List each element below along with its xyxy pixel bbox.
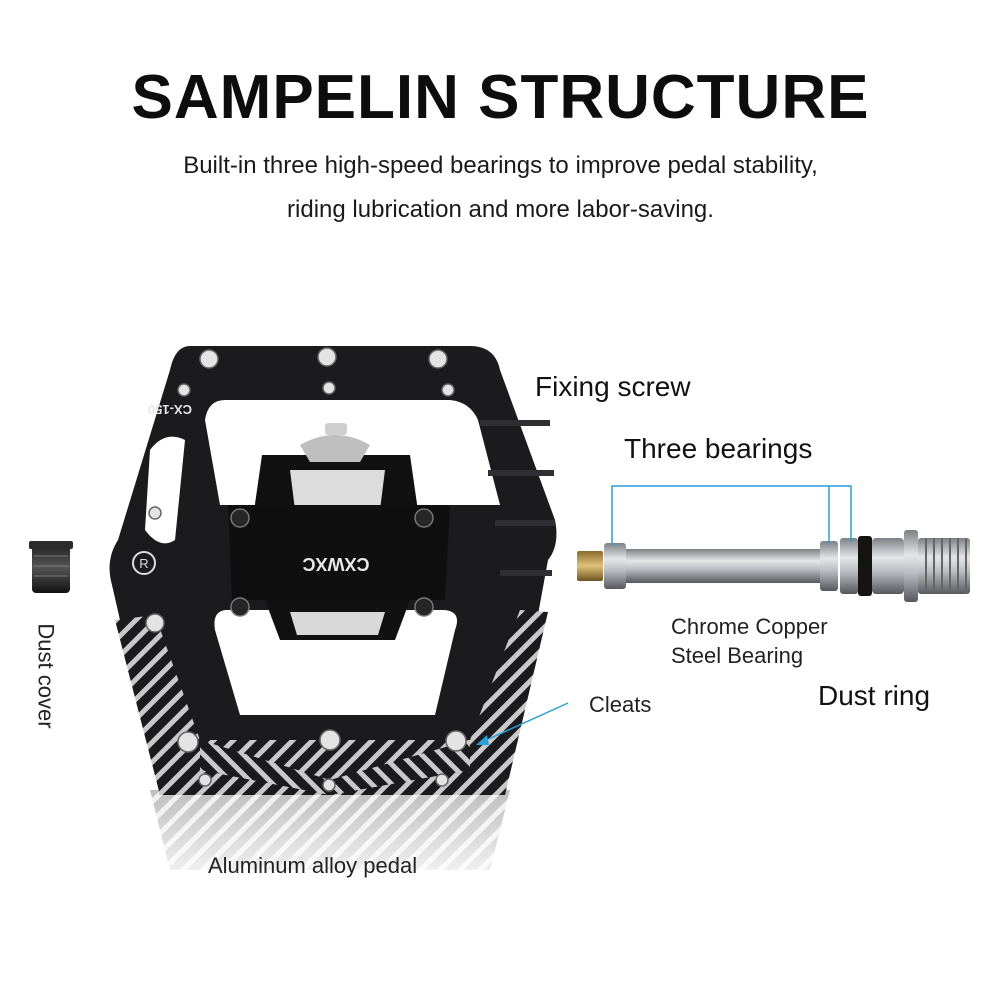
clip-bolts <box>230 508 434 617</box>
axle-thread <box>918 538 970 594</box>
cleats-callout-line <box>476 702 569 745</box>
registered-mark-icon <box>132 551 156 575</box>
clip-mechanism: CXWXC <box>228 423 450 640</box>
label-three-bearings: Three bearings <box>624 433 813 464</box>
label-dust-cover: Dust cover <box>33 623 59 729</box>
dust-cover-part <box>29 541 73 593</box>
label-chrome-copper-line-2: Steel Bearing <box>671 643 804 668</box>
logo-marking: CXWXC <box>303 554 370 574</box>
pedal-pins <box>145 347 467 792</box>
axle-assembly <box>577 530 970 602</box>
label-cleats: Cleats <box>589 692 652 717</box>
subtitle-line-1: Built-in three high-speed bearings to im… <box>183 152 818 179</box>
model-marking: CX-150 <box>148 402 192 417</box>
label-aluminum-pedal: Aluminum alloy pedal <box>208 853 418 878</box>
bearing-callout-lines <box>611 485 852 546</box>
label-dust-ring: Dust ring <box>818 680 931 711</box>
label-fixing-screw: Fixing screw <box>535 371 691 402</box>
subtitle-line-2: riding lubrication and more labor-saving… <box>287 196 714 223</box>
svg-text:R: R <box>139 556 148 571</box>
label-chrome-copper-line-1: Chrome Copper <box>671 614 828 639</box>
page-title: SAMPELIN STRUCTURE <box>131 63 870 132</box>
